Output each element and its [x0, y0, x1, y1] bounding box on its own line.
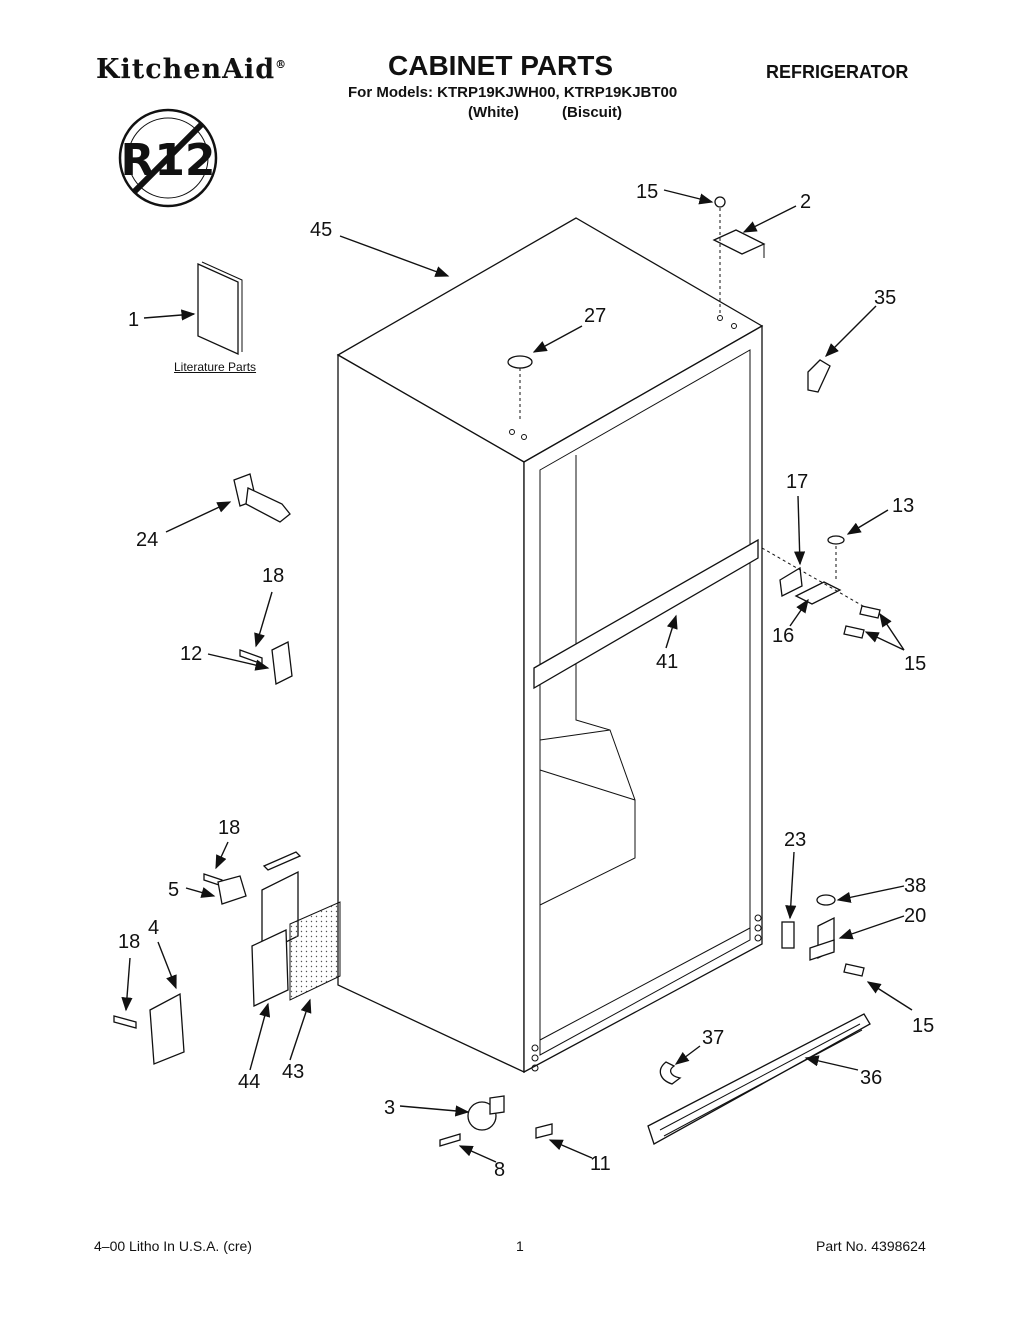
callout-18-c: 18 — [118, 931, 140, 953]
leveling-roller — [439, 1095, 553, 1147]
callout-1: 1 — [128, 309, 139, 331]
appliance-type: REFRIGERATOR — [766, 62, 909, 82]
callout-15-top: 15 — [636, 181, 658, 203]
variant-biscuit: (Biscuit) — [562, 104, 622, 121]
callout-15-mid: 15 — [904, 653, 926, 675]
page-number: 1 — [516, 1238, 524, 1254]
callout-37: 37 — [702, 1027, 724, 1049]
callout-20: 20 — [904, 905, 926, 927]
callout-36: 36 — [860, 1067, 882, 1089]
callout-8: 8 — [494, 1159, 505, 1181]
callout-23: 23 — [784, 829, 806, 851]
callout-44: 44 — [238, 1071, 260, 1093]
callout-24: 24 — [136, 529, 158, 551]
callout-16: 16 — [772, 625, 794, 647]
grille-clip — [659, 1061, 682, 1085]
model-numbers: For Models: KTRP19KJWH00, KTRP19KJBT00 — [348, 84, 678, 101]
cabinet-brackets — [203, 851, 341, 1008]
callout-numbers: 1 2 3 4 5 8 11 12 13 15 15 15 16 17 18 1… — [118, 181, 934, 1181]
callout-38: 38 — [904, 875, 926, 897]
page-title: CABINET PARTS — [388, 50, 614, 81]
leader-lines — [121, 189, 913, 1163]
base-grille — [647, 1013, 871, 1145]
litho-line: 4–00 Litho In U.S.A. (cre) — [94, 1238, 252, 1254]
bottom-hinge — [781, 894, 865, 977]
callout-12: 12 — [180, 643, 202, 665]
callout-11: 11 — [590, 1153, 611, 1175]
callout-27: 27 — [584, 305, 606, 327]
callout-18-a: 18 — [262, 565, 284, 587]
cabinet-body — [336, 217, 764, 1074]
variant-white: (White) — [468, 104, 519, 121]
callout-17: 17 — [786, 471, 808, 493]
access-cover — [113, 992, 185, 1065]
callout-15-bottom: 15 — [912, 1015, 934, 1037]
top-hinge — [712, 196, 766, 316]
divider-bar — [533, 538, 759, 690]
callout-18-b: 18 — [218, 817, 240, 839]
callout-41: 41 — [656, 651, 678, 673]
callout-3: 3 — [384, 1097, 395, 1119]
callout-13: 13 — [892, 495, 914, 517]
literature-parts-label: Literature Parts — [174, 360, 257, 374]
callout-45: 45 — [310, 219, 332, 241]
no-r12-icon: R12 — [118, 108, 218, 208]
callout-5: 5 — [168, 879, 179, 901]
part-number: Part No. 4398624 — [816, 1238, 926, 1254]
brand-logo: KitchenAid® — [96, 54, 288, 85]
callout-43: 43 — [282, 1061, 304, 1083]
center-hinge — [761, 535, 881, 639]
cabinet-plug — [233, 473, 291, 523]
callout-2: 2 — [800, 191, 811, 213]
callout-4: 4 — [148, 917, 159, 939]
literature-booklet — [197, 262, 239, 356]
top-plug — [507, 355, 533, 369]
callout-35: 35 — [874, 287, 896, 309]
hinge-cap — [807, 359, 831, 393]
